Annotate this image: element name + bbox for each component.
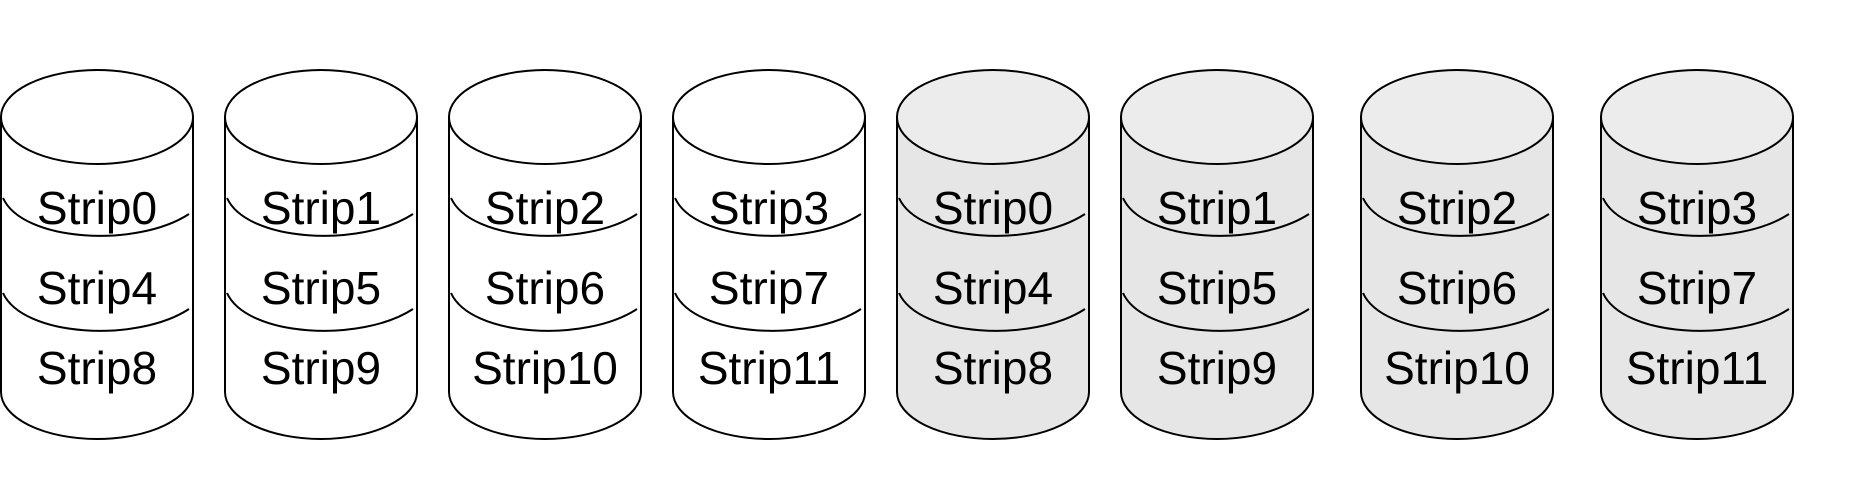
disk-top [1120,69,1314,165]
strip-label: Strip6 [485,262,605,314]
strip-label: Strip5 [1157,262,1277,314]
strip-divider [1602,292,1790,332]
strip-divider [1362,197,1550,237]
strip-label: Strip6 [1397,262,1517,314]
disk-1: Strip1 Strip5 Strip9 [224,69,418,440]
disk-body [1360,116,1554,440]
strip-label: Strip2 [1397,182,1517,234]
disk-body [672,116,866,440]
strip-divider [674,292,862,332]
strip-label: Strip1 [261,182,381,234]
strip-divider [226,292,414,332]
disk-body [224,116,418,440]
disk-top [896,69,1090,165]
strip-divider [450,197,638,237]
strip-label: Strip9 [261,342,381,394]
strip-label: Strip0 [933,182,1053,234]
strip-divider [674,197,862,237]
strip-label: Strip3 [1637,182,1757,234]
strip-label: Strip10 [1384,342,1530,394]
strip-label: Strip10 [472,342,618,394]
disk-top [1600,69,1794,165]
strip-label: Strip9 [1157,342,1277,394]
disk-top [1360,69,1554,165]
strip-divider [1122,292,1310,332]
strip-label: Strip8 [37,342,157,394]
disk-0: Strip0 Strip4 Strip8 [0,69,194,440]
disk-body [1600,116,1794,440]
mirror-disk-2: Strip2 Strip6 Strip10 [1360,69,1554,440]
strip-label: Strip3 [709,182,829,234]
disk-body [1120,116,1314,440]
strip-label: Strip1 [1157,182,1277,234]
disk-body [896,116,1090,440]
strip-divider [1602,197,1790,237]
disk-top [672,69,866,165]
disk-body [448,116,642,440]
strip-divider [2,292,190,332]
disk-body [0,116,194,440]
strip-label: Strip7 [709,262,829,314]
mirror-disk-0: Strip0 Strip4 Strip8 [896,69,1090,440]
strip-divider [226,197,414,237]
strip-label: Strip0 [37,182,157,234]
strip-divider [1122,197,1310,237]
strip-divider [898,197,1086,237]
disk-top [448,69,642,165]
disk-top [0,69,194,165]
disk-3: Strip3 Strip7 Strip11 [672,69,866,440]
strip-label: Strip8 [933,342,1053,394]
mirror-disk-3: Strip3 Strip7 Strip11 [1600,69,1794,440]
strip-label: Strip7 [1637,262,1757,314]
strip-label: Strip5 [261,262,381,314]
strip-label: Strip4 [37,262,157,314]
strip-divider [450,292,638,332]
strip-label: Strip4 [933,262,1053,314]
strip-divider [2,197,190,237]
disk-top [224,69,418,165]
strip-divider [898,292,1086,332]
strip-label: Strip2 [485,182,605,234]
strip-label: Strip11 [698,342,840,394]
mirror-disk-1: Strip1 Strip5 Strip9 [1120,69,1314,440]
disk-2: Strip2 Strip6 Strip10 [448,69,642,440]
strip-divider [1362,292,1550,332]
strip-label: Strip11 [1626,342,1768,394]
